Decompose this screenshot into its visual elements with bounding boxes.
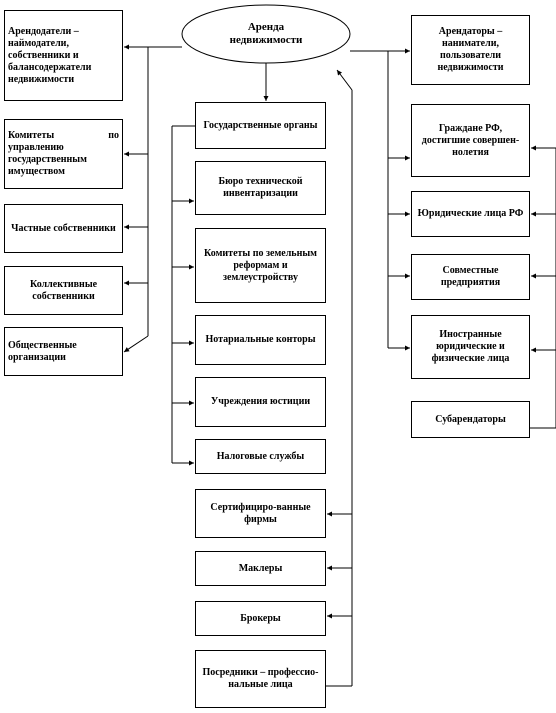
mid-box-intermediaries-label: Посредники – профессио-нальные лица xyxy=(202,667,319,690)
right-box-adult-citizens: Граждане РФ, достигшие совершен-нолетия xyxy=(411,104,530,177)
mid-box-brokers-label: Брокеры xyxy=(240,612,281,624)
left-box-public-organizations-label: Общественные организации xyxy=(8,339,77,363)
mid-box-realtors-label: Маклеры xyxy=(238,562,283,574)
left-box-state-property-committees: Комитеты по управлению государственным и… xyxy=(4,119,123,189)
mid-box-intermediaries: Посредники – профессио-нальные лица xyxy=(195,650,326,708)
right-box-joint-ventures-label: Совместные предприятия xyxy=(440,265,501,288)
mid-box-brokers: Брокеры xyxy=(195,601,326,636)
right-box-foreign-entities-label: Иностранные юридические и физические лиц… xyxy=(431,329,510,364)
center-title: Аренда недвижимости xyxy=(229,21,303,46)
mid-box-technical-inventory-bureau: Бюро технической инвентаризации xyxy=(195,161,326,215)
mid-box-justice-institutions-label: Учреждения юстиции xyxy=(210,396,311,407)
center-rent-realty: Аренда недвижимости xyxy=(182,5,350,63)
left-box-public-organizations: Общественные организации xyxy=(4,327,123,376)
mid-box-certified-firms-label: Сертифициро-ванные фирмы xyxy=(210,501,311,525)
right-box-adult-citizens-label: Граждане РФ, достигшие совершен-нолетия xyxy=(421,122,520,158)
mid-box-government-bodies-label: Государственные органы xyxy=(203,119,318,131)
left-box-private-owners: Частные собственники xyxy=(4,204,123,253)
right-box-subtenants-label: Субарендаторы xyxy=(435,413,506,425)
mid-box-certified-firms: Сертифициро-ванные фирмы xyxy=(195,489,326,538)
right-box-subtenants: Субарендаторы xyxy=(411,401,530,438)
left-box-collective-owners-label: Коллективные собственники xyxy=(29,278,98,302)
mid-box-land-reform-committees: Комитеты по земельным реформам и землеус… xyxy=(195,228,326,303)
mid-box-technical-inventory-bureau-label: Бюро технической инвентаризации xyxy=(218,176,303,199)
right-box-legal-entities-label: Юридические лица РФ xyxy=(417,208,524,219)
mid-box-notary-offices-label: Нотариальные конторы xyxy=(205,334,316,345)
left-box-collective-owners: Коллективные собственники xyxy=(4,266,123,315)
mid-box-land-reform-committees-label: Комитеты по земельным реформам и землеус… xyxy=(204,247,317,283)
mid-box-realtors: Маклеры xyxy=(195,551,326,586)
mid-box-tax-services-label: Налоговые службы xyxy=(216,450,305,462)
mid-box-tax-services: Налоговые службы xyxy=(195,439,326,474)
left-box-state-property-committees-label: Комитеты по управлению государственным и… xyxy=(8,130,119,177)
left-box-private-owners-label: Частные собственники xyxy=(11,222,116,234)
right-box-tenants-label: Арендаторы – наниматели, пользователи не… xyxy=(437,26,504,73)
connector-lines xyxy=(123,44,556,687)
mid-box-justice-institutions: Учреждения юстиции xyxy=(195,377,326,427)
right-box-tenants: Арендаторы – наниматели, пользователи не… xyxy=(411,15,530,85)
right-box-foreign-entities: Иностранные юридические и физические лиц… xyxy=(411,315,530,379)
right-box-legal-entities: Юридические лица РФ xyxy=(411,191,530,237)
mid-box-government-bodies: Государственные органы xyxy=(195,102,326,149)
left-box-lessors: Арендодатели – наймодатели, собственники… xyxy=(4,10,123,101)
mid-box-notary-offices: Нотариальные конторы xyxy=(195,315,326,365)
right-box-joint-ventures: Совместные предприятия xyxy=(411,254,530,300)
left-box-lessors-label: Арендодатели – наймодатели, собственники… xyxy=(8,25,92,85)
